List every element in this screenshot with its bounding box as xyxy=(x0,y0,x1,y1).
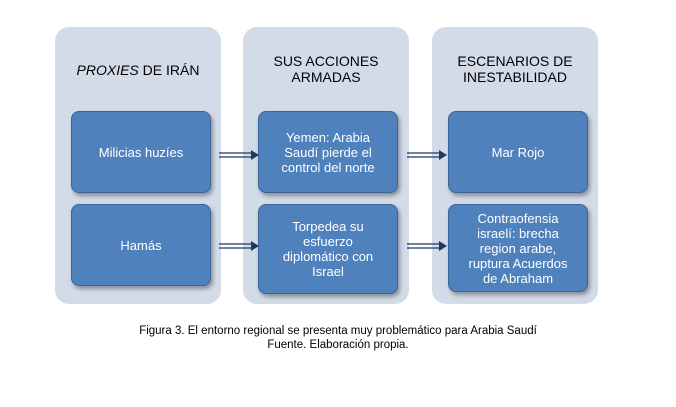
title-emphasis: PROXIES xyxy=(76,62,139,78)
column-title-acciones: SUS ACCIONES ARMADAS xyxy=(273,53,379,85)
column-proxies-iran: PROXIES DE IRÁN Milicias huzíes Hamás xyxy=(55,27,221,304)
column-escenarios: ESCENARIOS DE INESTABILIDAD Mar Rojo Con… xyxy=(432,27,598,304)
title-rest: DE IRÁN xyxy=(138,62,200,78)
caption-line-2: Fuente. Elaboración propia. xyxy=(267,339,409,351)
box-torpedea: Torpedea su esfuerzo diplomático con Isr… xyxy=(258,204,398,294)
box-contraofensia: Contraofensia israelí: brecha region ara… xyxy=(448,204,588,292)
box-mar-rojo: Mar Rojo xyxy=(448,111,588,193)
column-title-escenarios: ESCENARIOS DE INESTABILIDAD xyxy=(457,53,573,85)
box-milicias-huzies: Milicias huzíes xyxy=(71,111,211,193)
box-hamas: Hamás xyxy=(71,204,211,286)
column-title-proxies: PROXIES DE IRÁN xyxy=(55,62,221,78)
figure-caption: Figura 3. El entorno regional se present… xyxy=(0,324,676,352)
column-acciones-armadas: SUS ACCIONES ARMADAS Yemen: Arabia Saudí… xyxy=(243,27,409,304)
arrow-icon xyxy=(407,241,447,251)
arrow-icon xyxy=(219,150,259,160)
arrow-icon xyxy=(219,241,259,251)
caption-line-1: Figura 3. El entorno regional se present… xyxy=(139,325,537,337)
arrow-icon xyxy=(407,150,447,160)
box-yemen: Yemen: Arabia Saudí pierde el control de… xyxy=(258,111,398,193)
